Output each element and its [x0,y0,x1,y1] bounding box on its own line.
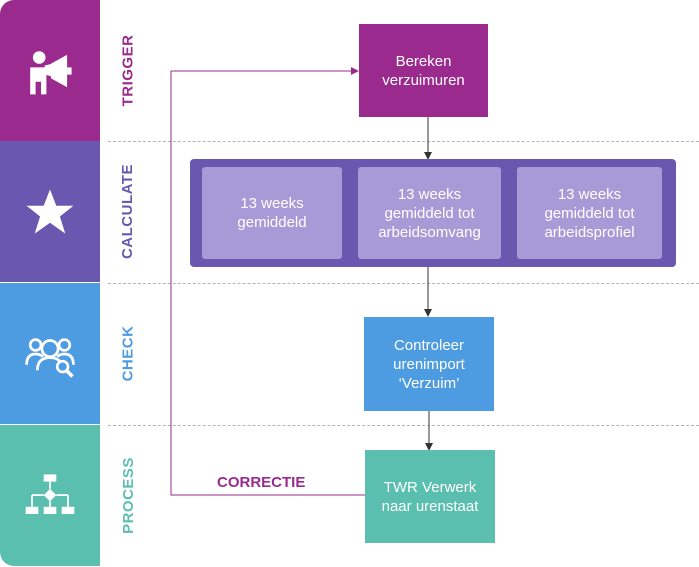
lane-separator [108,425,699,426]
lane-process-panel [0,425,100,566]
lane-trigger-panel [0,0,100,141]
calc-item-arbeidsomvang: 13 weeks gemiddeld tot arbeidsomvang [358,167,501,259]
lane-calculate-panel [0,141,100,282]
calculate-group: 13 weeks gemiddeld 13 weeks gemiddeld to… [190,159,676,267]
node-text: TWR Verwerk naar urenstaat [381,478,479,515]
calc-item-arbeidsprofiel: 13 weeks gemiddeld tot arbeidsprofiel [517,167,662,259]
flowchart-icon [25,473,75,514]
correction-label: CORRECTIE [217,474,306,491]
people-search-icon [25,337,75,378]
node-text: 13 weeks gemiddeld [237,195,307,231]
node-twr-verwerk: TWR Verwerk naar urenstaat [365,450,495,543]
star-icon [26,189,74,234]
lane-separator [108,141,699,142]
node-bereken-verzuimuren: Bereken verzuimuren [359,24,488,117]
node-text: Bereken verzuimuren [382,52,465,89]
node-text: Controleer urenimport ‘Verzuim’ [393,336,465,392]
lane-check-panel [0,283,100,424]
node-text: 13 weeks gemiddeld tot arbeidsomvang [378,185,481,241]
arrow-correction-loop [170,67,365,496]
node-text: 13 weeks gemiddeld tot arbeidsprofiel [544,185,635,241]
megaphone-person-icon [30,50,72,94]
lane-separator [108,283,699,284]
node-controleer-urenimport: Controleer urenimport ‘Verzuim’ [364,317,494,411]
calc-item-gemiddeld: 13 weeks gemiddeld [202,167,342,259]
